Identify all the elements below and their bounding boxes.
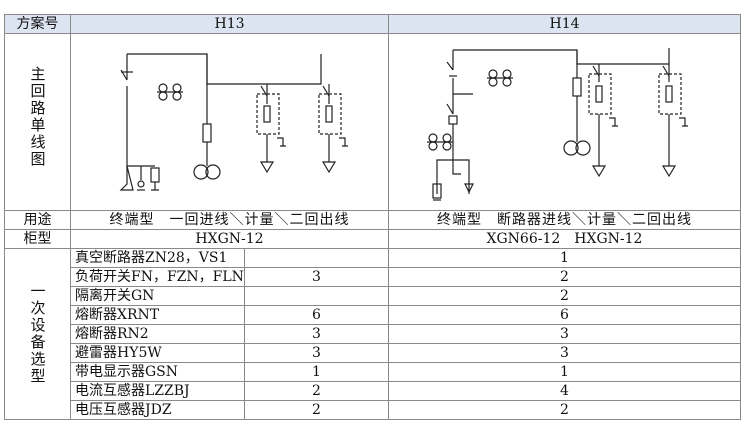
cabinet-h14: XGN66-12 HXGN-12: [388, 229, 741, 249]
equipment-name: 电流互感器LZZBJ: [70, 381, 245, 401]
equipment-name: 电压互感器JDZ: [70, 400, 245, 420]
h14-voltage-transformer-icon: [563, 140, 591, 156]
equipment-name: 熔断器XRNT: [70, 305, 245, 325]
scheme-h13-header: H13: [70, 14, 389, 34]
usage-h14: 终端型 断路器进线＼计量＼二回出线: [388, 210, 741, 230]
h13-ground-branch: [126, 154, 155, 167]
equipment-h13-qty: [244, 286, 389, 306]
equipment-h13-qty: 3: [244, 324, 389, 344]
equipment-h13-qty: 2: [244, 400, 389, 420]
h14-ct-pair-top-icon: [487, 69, 513, 87]
h13-main-bus: [206, 54, 322, 85]
h14-surge-arrester-icon: [464, 183, 474, 194]
equipment-h13-qty: 3: [244, 343, 389, 363]
usage-h13: 终端型 一回进线＼计量＼二回出线: [70, 210, 389, 230]
cabinet-row: 柜型 HXGN-12 XGN66-12 HXGN-12: [4, 229, 741, 249]
equipment-h14-qty: 2: [388, 267, 741, 287]
h13-ground-symbol: [119, 165, 134, 191]
diagram-row: 主回路单线图: [4, 33, 741, 211]
h14-ground-link: [452, 78, 473, 95]
h13-vt-fuse-icon: [202, 123, 212, 143]
h13-load-switch-in: [120, 69, 128, 154]
table-row: 熔断器RN2 3 3: [5, 324, 741, 344]
equipment-h13-qty: 6: [244, 305, 389, 325]
equipment-h13-qty: 2: [244, 381, 389, 401]
h13-outgoing-2: [318, 85, 348, 174]
h14-vt-fuse-icon: [572, 77, 582, 97]
table-row: 负荷开关FN，FZN，FLN 3 2: [5, 267, 741, 287]
h14-outgoing-1: [588, 65, 618, 178]
scheme-label: 方案号: [4, 14, 71, 34]
diagram-label-cell: 主回路单线图: [4, 33, 71, 211]
equipment-name: 避雷器HY5W: [70, 343, 245, 363]
equipment-name: 真空断路器ZN28，VS1: [70, 248, 245, 268]
equipment-h13-qty: [244, 248, 389, 268]
equipment-h13-qty: 3: [244, 267, 389, 287]
equipment-name: 隔离开关GN: [70, 286, 245, 306]
equipment-h14-qty: 1: [388, 362, 741, 382]
table-row: 带电显示器GSN 1 1: [5, 362, 741, 382]
cabinet-h13: HXGN-12: [70, 229, 389, 249]
scheme-h14-header: H14: [388, 14, 741, 34]
h13-diagram-cell: [70, 33, 389, 211]
equipment-name: 负荷开关FN，FZN，FLN: [70, 267, 245, 287]
table-row: 避雷器HY5W 3 3: [5, 343, 741, 363]
equipment-h14-qty: 1: [388, 248, 741, 268]
h13-live-indicator-icon: [137, 166, 145, 191]
h13-single-line-diagram: [119, 53, 348, 191]
equipment-h14-qty: 2: [388, 286, 741, 306]
h14-ground-symbol: [432, 183, 442, 201]
header-row: 方案号 H13 H14: [4, 14, 741, 34]
equipment-h14-qty: 4: [388, 381, 741, 401]
h13-voltage-transformer-icon: [193, 164, 221, 180]
equipment-h14-qty: 3: [388, 324, 741, 344]
h14-vacuum-breaker-icon: [446, 94, 458, 125]
equipment-label: 一次设备选型: [28, 283, 47, 385]
h14-ground-branch: [436, 146, 454, 194]
equipment-name: 带电显示器GSN: [70, 362, 245, 382]
h14-ct-pair-bottom-icon: [427, 133, 453, 151]
h14-diagram-cell: [388, 33, 741, 211]
h14-top-bus: [453, 49, 578, 78]
table-row: 电压互感器JDZ 2 2: [5, 400, 741, 420]
equipment-h14-qty: 3: [388, 343, 741, 363]
cabinet-label: 柜型: [4, 229, 71, 249]
h13-ct-pair-icon: [157, 83, 183, 101]
table-row: 隔离开关GN 2: [5, 286, 741, 306]
equipment-h14-qty: 6: [388, 305, 741, 325]
usage-row: 用途 终端型 一回进线＼计量＼二回出线 终端型 断路器进线＼计量＼二回出线: [4, 210, 741, 230]
table-row: 一次设备选型 真空断路器ZN28，VS1 1: [4, 248, 741, 420]
scheme-table-sheet: 方案号 H13 H14 主回路单线图: [4, 14, 741, 430]
h14-main-bus: [576, 48, 670, 82]
h14-outgoing-2: [658, 64, 688, 178]
table-row: 电流互感器LZZBJ 2 4: [5, 381, 741, 401]
equipment-h14-qty: 2: [388, 400, 741, 420]
h14-indicator-branch: [452, 160, 461, 175]
diagram-label: 主回路单线图: [28, 66, 47, 168]
scheme-table: 方案号 H13 H14 主回路单线图: [4, 14, 741, 420]
table-row: 熔断器XRNT 6 6: [5, 305, 741, 325]
equipment-label-cell: 一次设备选型: [4, 248, 71, 420]
h14-arrester-branch: [453, 159, 470, 194]
h13-outgoing-1: [256, 85, 286, 174]
h14-single-line-diagram: [427, 48, 688, 201]
h13-surge-arrester-icon: [150, 167, 160, 191]
h14-isolator-icon: [446, 61, 457, 77]
usage-label: 用途: [4, 210, 71, 230]
equipment-h13-qty: 1: [244, 362, 389, 382]
equipment-name: 熔断器RN2: [70, 324, 245, 344]
